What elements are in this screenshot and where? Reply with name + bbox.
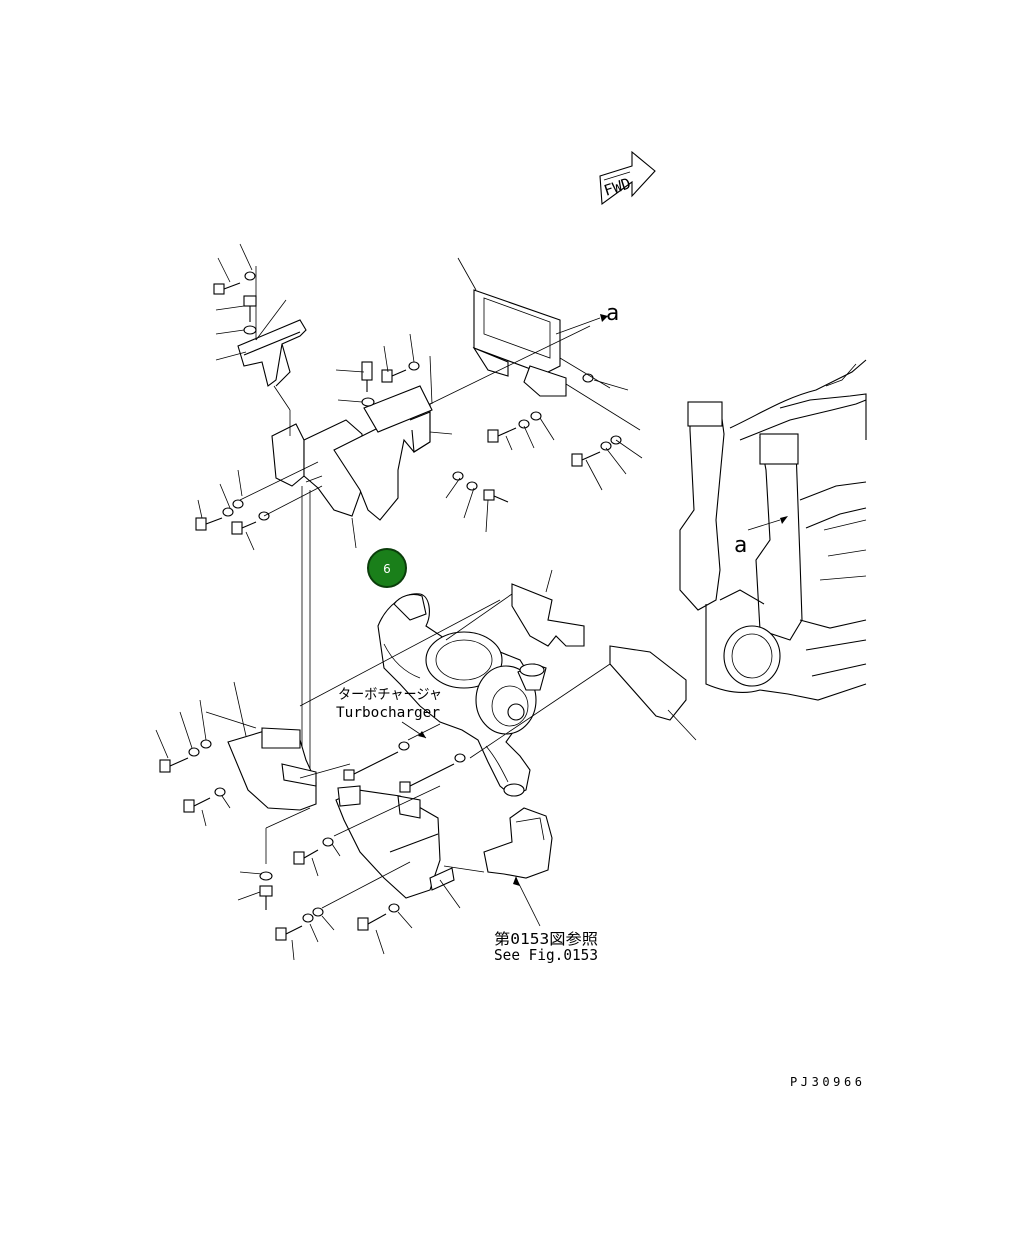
turbocharger-label-jp: ターボチャージャ	[338, 687, 442, 703]
hotspot-number: 6	[383, 562, 391, 576]
hotspot-circle[interactable]	[367, 548, 407, 588]
upper-heat-shield-right	[333, 385, 433, 521]
turbocharger-callout: ターボチャージャ Turbocharger	[336, 687, 442, 739]
turbocharger-label-en: Turbocharger	[336, 705, 440, 721]
bolt-lower-vertical	[237, 807, 311, 910]
bolt-bottom-1	[275, 861, 411, 961]
lower-center-heat-shield	[335, 785, 461, 909]
stud-leader	[407, 723, 441, 741]
top-right-plate	[472, 289, 567, 397]
see-figure-label-en: See Fig.0153	[494, 946, 598, 964]
hotspot-marker[interactable]: 6	[367, 548, 407, 588]
exhaust-gasket-plate	[445, 569, 585, 647]
bolt-bottom-2	[357, 903, 413, 955]
fwd-direction-arrow: FWD	[599, 150, 656, 206]
drawing-code: PJ30966	[790, 1075, 862, 1089]
bolt-mid-right-1	[487, 411, 542, 443]
bolt-lower-left-1	[155, 699, 212, 773]
engine-block	[679, 359, 867, 701]
bolt-center-2	[381, 361, 420, 383]
upper-left-bracket	[237, 319, 307, 387]
lower-left-heat-shield	[205, 599, 501, 811]
bolt-lower-left-2	[183, 787, 231, 827]
bolt-mid-right-2	[571, 435, 622, 467]
bolt-center-low	[452, 471, 509, 503]
leader-lines-upper	[197, 243, 643, 780]
bolt-lower-center-1	[293, 785, 441, 877]
see-figure-label-jp: 第0153図参照	[494, 930, 598, 948]
ref-a-top: a	[606, 301, 619, 326]
bolt-upper-left-1	[213, 271, 256, 295]
long-stud-1	[343, 741, 410, 781]
washer-center	[361, 397, 375, 407]
bolt-upper-left-2	[243, 295, 257, 335]
exhaust-elbow-part	[443, 807, 553, 927]
long-stud-2	[399, 753, 466, 793]
bolt-left-1	[195, 499, 244, 531]
bolt-left-2	[231, 511, 270, 535]
bolt-center-1	[361, 361, 373, 392]
lower-gasket-plate	[469, 645, 697, 759]
ref-a-right: a	[734, 533, 747, 558]
